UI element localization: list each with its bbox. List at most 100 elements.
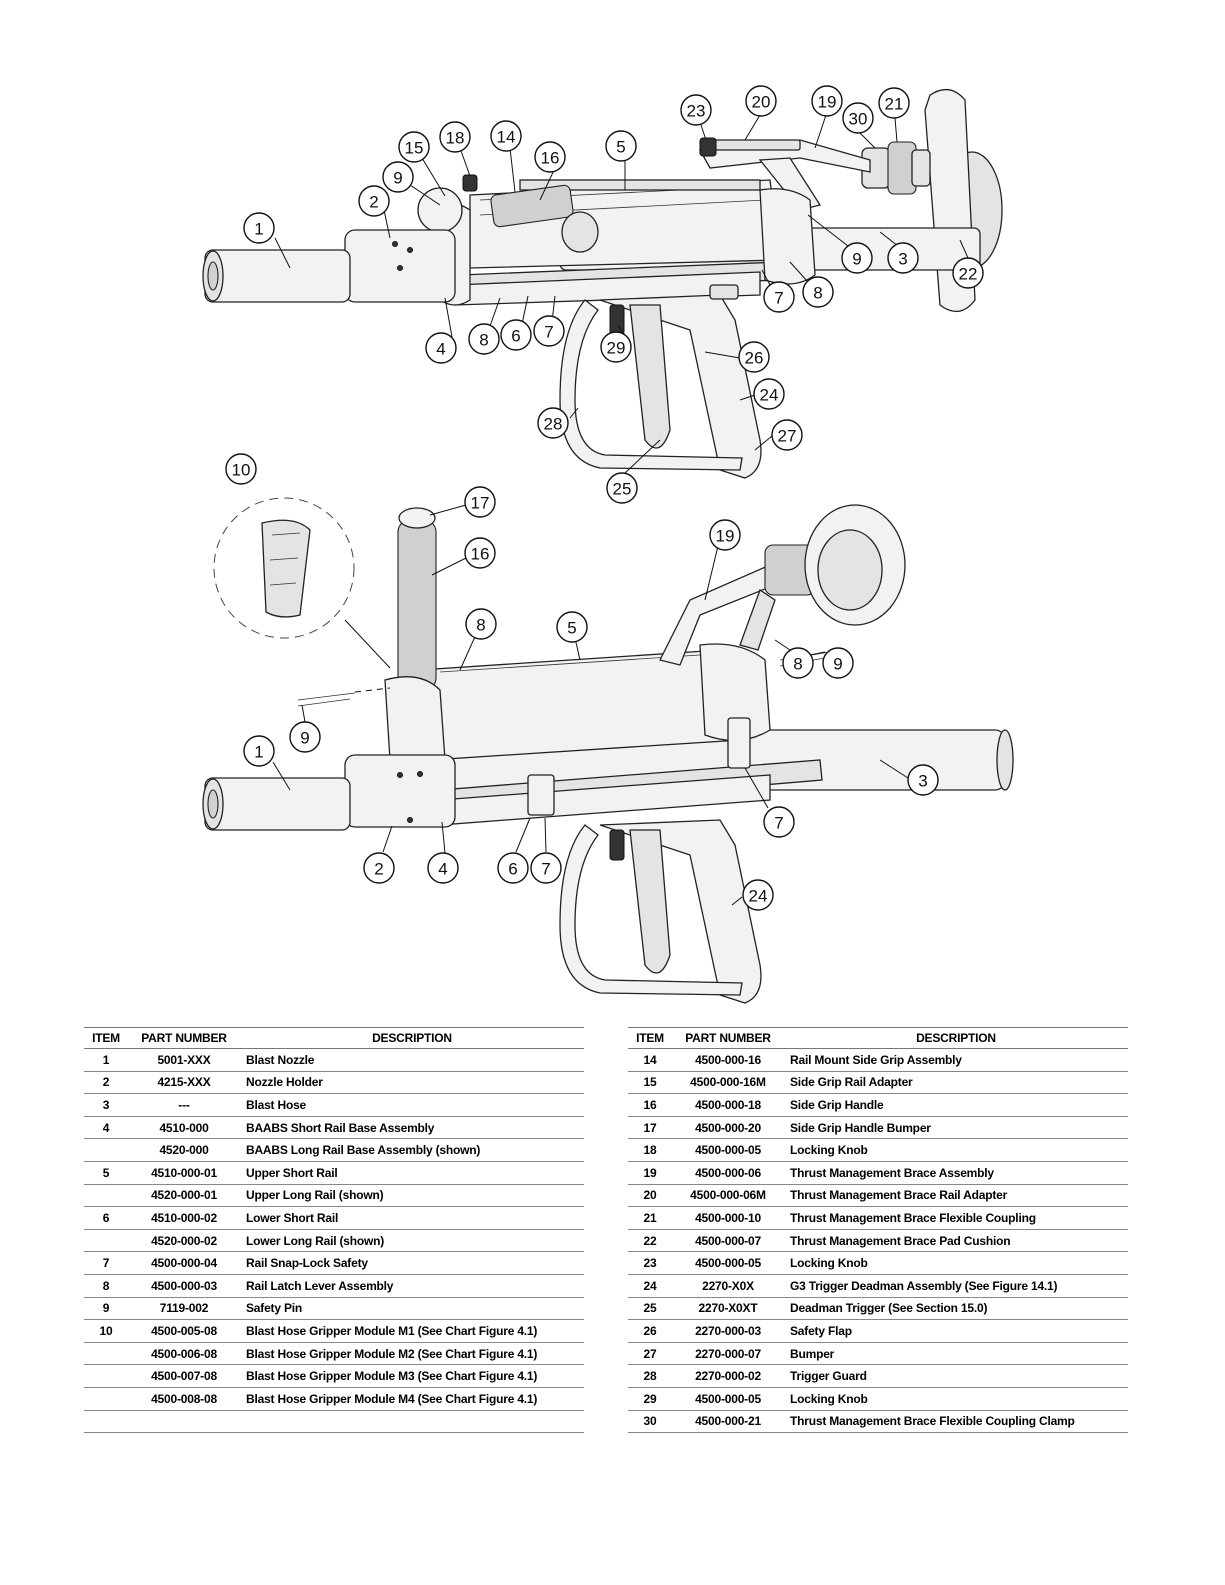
svg-text:7: 7 [774, 814, 783, 833]
svg-text:7: 7 [541, 860, 550, 879]
callout: 2 [363, 852, 395, 884]
callout: 27 [771, 419, 803, 451]
cell-part-number: 4500-000-18 [672, 1093, 784, 1117]
cell-part-number: 4500-000-05 [672, 1138, 784, 1162]
callout: 20 [745, 85, 777, 117]
cell-part-number: 4500-000-05 [672, 1387, 784, 1411]
table-row [84, 1410, 584, 1434]
cell-part-number: 2270-000-03 [672, 1319, 784, 1343]
cell-item: 21 [628, 1206, 672, 1230]
bottom-assembly [202, 497, 1014, 1004]
svg-text:5: 5 [567, 619, 576, 638]
callouts-bottom: 10 17 16 8 5 19 8 9 9 1 2 4 6 7 3 7 24 [225, 453, 939, 911]
svg-text:18: 18 [446, 129, 465, 148]
cell-description: Rail Latch Lever Assembly [240, 1274, 584, 1298]
cell-description: Safety Pin [240, 1297, 584, 1321]
cell-part-number: 4500-000-06 [672, 1161, 784, 1185]
cell-item: 29 [628, 1387, 672, 1411]
cell-description: Blast Hose [240, 1093, 584, 1117]
cell-item [84, 1138, 128, 1162]
cell-item: 23 [628, 1251, 672, 1275]
callout: 9 [289, 721, 321, 753]
cell-part-number: 4520-000-02 [128, 1229, 240, 1253]
cell-part-number: --- [128, 1093, 240, 1117]
callout: 25 [606, 472, 638, 504]
cell-item: 28 [628, 1364, 672, 1388]
callout: 19 [811, 85, 843, 117]
cell-description: Thrust Management Brace Flexible Couplin… [784, 1206, 1128, 1230]
svg-text:4: 4 [438, 860, 447, 879]
svg-text:29: 29 [607, 339, 626, 358]
cell-part-number: 4500-007-08 [128, 1364, 240, 1388]
callout: 15 [398, 131, 430, 163]
cell-description: Locking Knob [784, 1387, 1128, 1411]
cell-part-number: 4510-000-02 [128, 1206, 240, 1230]
cell-item: 26 [628, 1319, 672, 1343]
svg-text:24: 24 [749, 887, 768, 906]
cell-description: Side Grip Handle [784, 1093, 1128, 1117]
svg-text:14: 14 [497, 128, 516, 147]
svg-text:7: 7 [544, 323, 553, 342]
svg-text:6: 6 [508, 860, 517, 879]
svg-text:28: 28 [544, 415, 563, 434]
cell-item: 7 [84, 1251, 128, 1275]
cell-description: Rail Snap-Lock Safety [240, 1251, 584, 1275]
cell-description: Deadman Trigger (See Section 15.0) [784, 1297, 1128, 1321]
cell-item: 25 [628, 1297, 672, 1321]
svg-text:3: 3 [918, 772, 927, 791]
callout: 7 [533, 315, 565, 347]
cell-part-number: 4510-000 [128, 1116, 240, 1140]
cell-description: BAABS Long Rail Base Assembly (shown) [240, 1138, 584, 1162]
cell-description: Thrust Management Brace Pad Cushion [784, 1229, 1128, 1253]
cell-item: 14 [628, 1048, 672, 1072]
cell-item [84, 1410, 128, 1434]
cell-item: 1 [84, 1048, 128, 1072]
svg-text:21: 21 [885, 95, 904, 114]
svg-text:1: 1 [254, 220, 263, 239]
cell-part-number: 7119-002 [128, 1297, 240, 1321]
cell-description: Nozzle Holder [240, 1071, 584, 1095]
cell-item: 18 [628, 1138, 672, 1162]
callout: 17 [464, 486, 496, 518]
cell-item [84, 1387, 128, 1411]
callout: 7 [763, 281, 795, 313]
callout: 26 [738, 341, 770, 373]
svg-text:24: 24 [760, 386, 779, 405]
svg-text:30: 30 [849, 110, 868, 129]
cell-part-number: 4500-000-20 [672, 1116, 784, 1140]
cell-item: 2 [84, 1071, 128, 1095]
svg-text:9: 9 [852, 250, 861, 269]
cell-item: 24 [628, 1274, 672, 1298]
cell-item: 5 [84, 1161, 128, 1185]
cell-description: Blast Hose Gripper Module M4 (See Chart … [240, 1387, 584, 1411]
callout: 6 [497, 852, 529, 884]
svg-text:9: 9 [300, 729, 309, 748]
cell-part-number: 4520-000-01 [128, 1184, 240, 1208]
column-header-description: DESCRIPTION [784, 1027, 1128, 1049]
cell-item: 16 [628, 1093, 672, 1117]
cell-part-number: 4500-006-08 [128, 1342, 240, 1366]
svg-text:3: 3 [898, 250, 907, 269]
column-header-item: ITEM [84, 1027, 128, 1049]
cell-item [84, 1184, 128, 1208]
